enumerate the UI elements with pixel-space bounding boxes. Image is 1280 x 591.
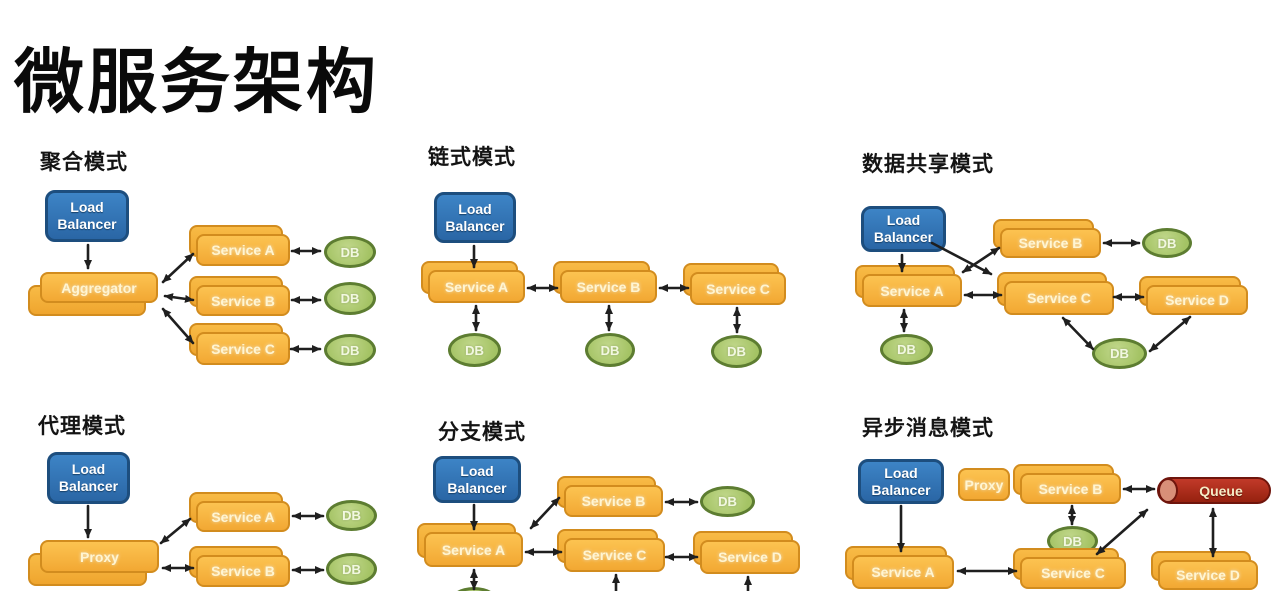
load-balancer-node: Load Balancer [45, 190, 129, 242]
node-label: Service B [1038, 480, 1103, 497]
service-b-node: Service B [564, 485, 663, 517]
arrow [159, 517, 192, 545]
service-b-node: Service B [560, 270, 657, 303]
arrow [1148, 315, 1192, 353]
load-balancer-node: Load Balancer [433, 456, 521, 503]
node-label: Proxy [964, 476, 1004, 493]
service-c-node: Service C [564, 538, 665, 572]
diagram-title-aggregation: 聚合模式 [40, 151, 128, 174]
db-node: DB [711, 335, 762, 368]
arrow [1061, 316, 1095, 351]
service-a-node: Service A [196, 501, 290, 532]
db-node: DB [326, 500, 377, 531]
shared-db-node: DB [1092, 338, 1147, 369]
db-node-partial: DB [448, 587, 500, 591]
load-balancer-node: Load Balancer [858, 459, 944, 504]
service-a-node: Service A [196, 234, 290, 266]
node-label: Service C [211, 340, 275, 357]
node-label: Service B [211, 563, 275, 579]
arrow [529, 496, 561, 530]
node-label: Service D [1176, 567, 1240, 583]
diagram-title-async-messaging: 异步消息模式 [862, 417, 994, 440]
node-label: Service B [576, 278, 641, 295]
diagram-title-chain: 链式模式 [428, 146, 516, 169]
diagram-title-proxy: 代理模式 [38, 415, 126, 438]
node-label: Proxy [80, 548, 119, 565]
node-label: Aggregator [61, 279, 137, 296]
load-balancer-node: Load Balancer [861, 206, 946, 252]
service-b-node: Service B [1020, 473, 1121, 504]
queue-node: Queue [1157, 477, 1271, 504]
service-c-node: Service C [196, 332, 290, 365]
page-title: 微服务架构 [14, 43, 379, 121]
node-label: Service C [706, 280, 770, 297]
node-label: Service D [1165, 292, 1229, 308]
node-label: Service A [441, 541, 506, 558]
db-node: DB [880, 334, 933, 365]
arrow [161, 252, 195, 284]
db-node: DB [324, 236, 376, 268]
service-a-node: Service A [428, 270, 525, 303]
service-b-node: Service B [196, 285, 290, 316]
node-label: Service B [581, 493, 646, 509]
arrow [961, 246, 1001, 274]
node-label: Service A [211, 242, 275, 258]
db-node: DB [448, 333, 501, 367]
service-a-node: Service A [424, 532, 523, 567]
node-label: Service D [718, 549, 782, 565]
node-label: Service A [871, 564, 935, 580]
load-balancer-node: Load Balancer [434, 192, 516, 243]
db-node: DB [324, 334, 376, 366]
db-node: DB [1142, 228, 1192, 258]
node-label: Service A [211, 508, 275, 525]
service-d-node: Service D [1146, 285, 1248, 315]
aggregator-node: Aggregator [40, 272, 158, 303]
service-c-node: Service C [1004, 281, 1114, 315]
db-node: DB [326, 553, 377, 585]
node-label: Service A [444, 278, 509, 295]
load-balancer-node: Load Balancer [47, 452, 130, 504]
node-label: Queue [1199, 482, 1243, 499]
service-b-node: Service B [1000, 228, 1101, 258]
diagram-title-branch: 分支模式 [438, 421, 526, 444]
node-label: Service C [582, 547, 647, 563]
service-c-node: Service C [690, 272, 786, 305]
db-node: DB [324, 282, 376, 315]
service-c-node: Service C [1020, 557, 1126, 589]
node-label: Service B [1018, 235, 1083, 251]
service-d-node: Service D [1158, 560, 1258, 590]
db-node: DB [700, 486, 755, 517]
service-a-node: Service A [862, 274, 962, 307]
node-label: Service B [211, 292, 275, 309]
node-label: Service C [1041, 565, 1105, 581]
node-label: Service A [880, 282, 944, 299]
node-label: Service C [1027, 290, 1091, 306]
service-d-node: Service D [700, 540, 800, 574]
service-b-node: Service B [196, 555, 290, 587]
diagram-title-data-sharing: 数据共享模式 [862, 153, 994, 176]
db-node: DB [585, 333, 635, 367]
proxy-node: Proxy [40, 540, 159, 573]
proxy-node: Proxy [958, 468, 1010, 501]
service-a-node: Service A [852, 555, 954, 589]
